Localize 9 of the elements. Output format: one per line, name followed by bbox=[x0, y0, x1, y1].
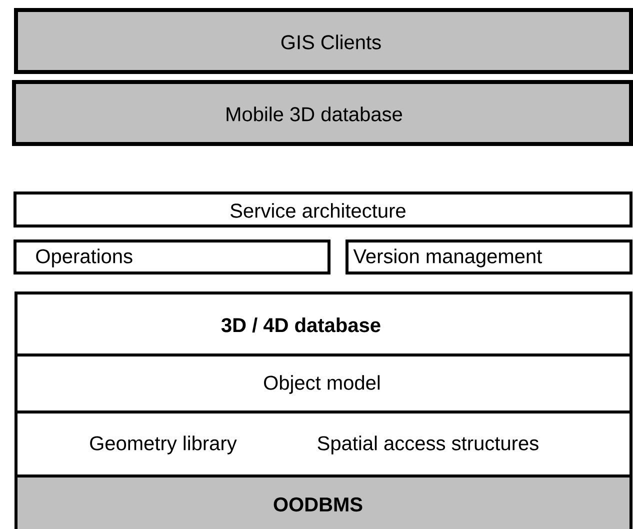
layer-box: Operations bbox=[14, 240, 330, 274]
layer-band: 3D / 4D database bbox=[14, 292, 632, 356]
layer-box: Version management bbox=[346, 240, 632, 274]
layer-box: GIS Clients bbox=[14, 8, 633, 74]
layer-band: OODBMS bbox=[14, 474, 632, 529]
layer-box: Mobile 3D database bbox=[12, 80, 633, 146]
layer-box: Service architecture bbox=[14, 192, 632, 228]
layer-band: Object model bbox=[14, 354, 632, 414]
layer-band: Geometry library Spatial access structures bbox=[14, 410, 632, 478]
